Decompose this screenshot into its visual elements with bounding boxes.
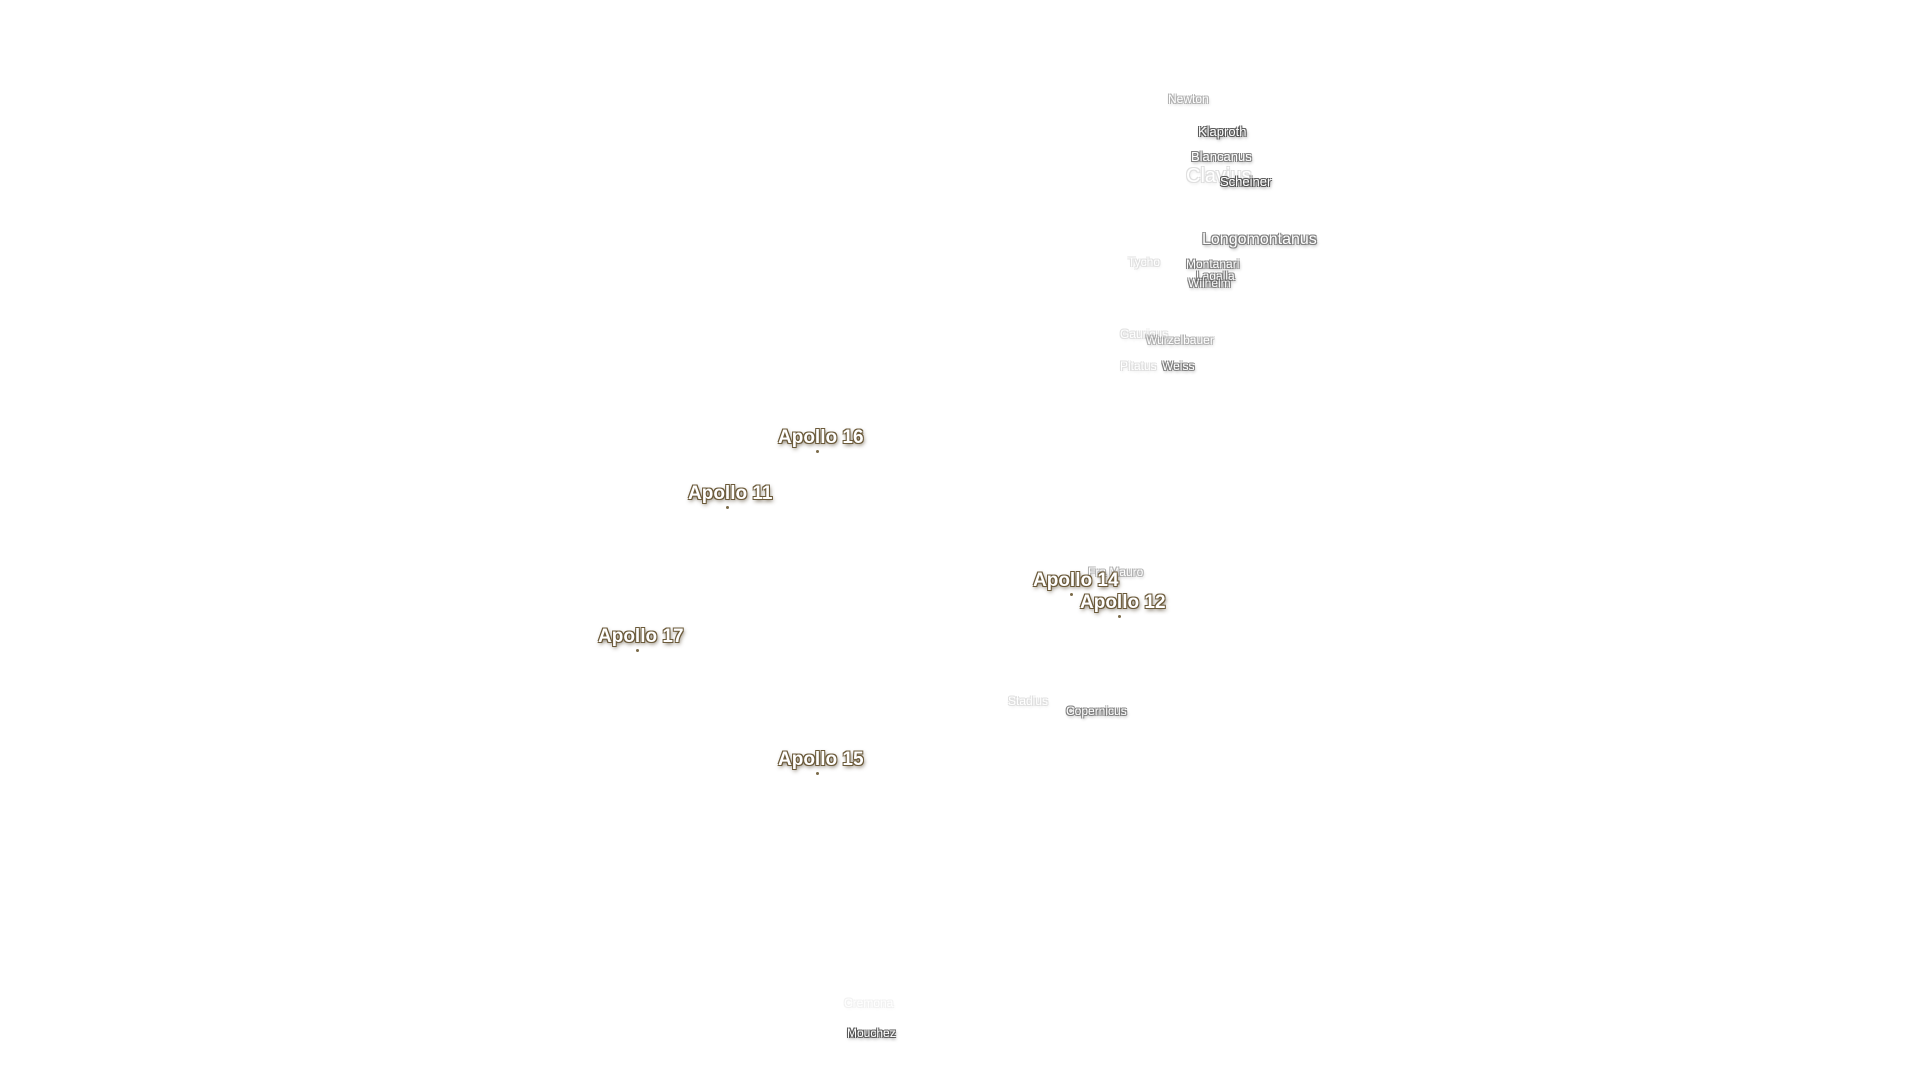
crater-label-tycho[interactable]: Tycho	[1128, 255, 1161, 269]
crater-label-longomontanus[interactable]: Longomontanus	[1202, 231, 1317, 248]
landing-site-marker-apollo-12[interactable]	[1118, 615, 1121, 618]
crater-label-scheiner[interactable]: Scheiner	[1220, 174, 1272, 189]
landing-site-marker-apollo-17[interactable]	[636, 649, 639, 652]
crater-label-newton[interactable]: Newton	[1168, 92, 1209, 106]
crater-label-stadius[interactable]: Stadius	[1008, 694, 1049, 708]
crater-label-gauricus[interactable]: Gauricus	[1120, 327, 1169, 341]
landing-site-label-apollo-17[interactable]: Apollo 17	[598, 626, 684, 647]
landing-site-marker-apollo-15[interactable]	[816, 772, 819, 775]
crater-label-klaproth[interactable]: Klaproth	[1198, 124, 1247, 139]
landing-site-marker-apollo-14[interactable]	[1070, 593, 1073, 596]
landing-site-marker-apollo-16[interactable]	[816, 450, 819, 453]
landing-site-label-apollo-14[interactable]: Apollo 14	[1033, 570, 1119, 591]
crater-label-pitatus[interactable]: Pitatus	[1120, 359, 1157, 373]
crater-label-cremona[interactable]: Cremona	[844, 996, 894, 1010]
crater-label-montanari[interactable]: Montanari	[1186, 257, 1240, 271]
crater-label-wurzelbauer[interactable]: Wurzelbauer	[1146, 333, 1214, 347]
crater-label-clavius[interactable]: Clavius	[1186, 165, 1252, 187]
crater-label-wilhelm[interactable]: Wilhelm	[1188, 276, 1231, 290]
crater-label-mouchez[interactable]: Mouchez	[847, 1026, 896, 1040]
landing-site-label-apollo-16[interactable]: Apollo 16	[778, 427, 864, 448]
crater-label-blancanus[interactable]: Blancanus	[1191, 149, 1252, 164]
landing-site-marker-apollo-11[interactable]	[726, 506, 729, 509]
crater-label-fra-mauro[interactable]: Fra Mauro	[1088, 565, 1144, 579]
landing-site-label-apollo-12[interactable]: Apollo 12	[1080, 592, 1166, 613]
crater-label-copernicus[interactable]: Copernicus	[1066, 704, 1127, 718]
landing-site-label-apollo-11[interactable]: Apollo 11	[688, 483, 773, 504]
crater-label-lagalla[interactable]: Lagalla	[1196, 269, 1235, 283]
landing-site-label-apollo-15[interactable]: Apollo 15	[778, 749, 864, 770]
crater-label-weiss[interactable]: Weiss	[1162, 359, 1195, 373]
